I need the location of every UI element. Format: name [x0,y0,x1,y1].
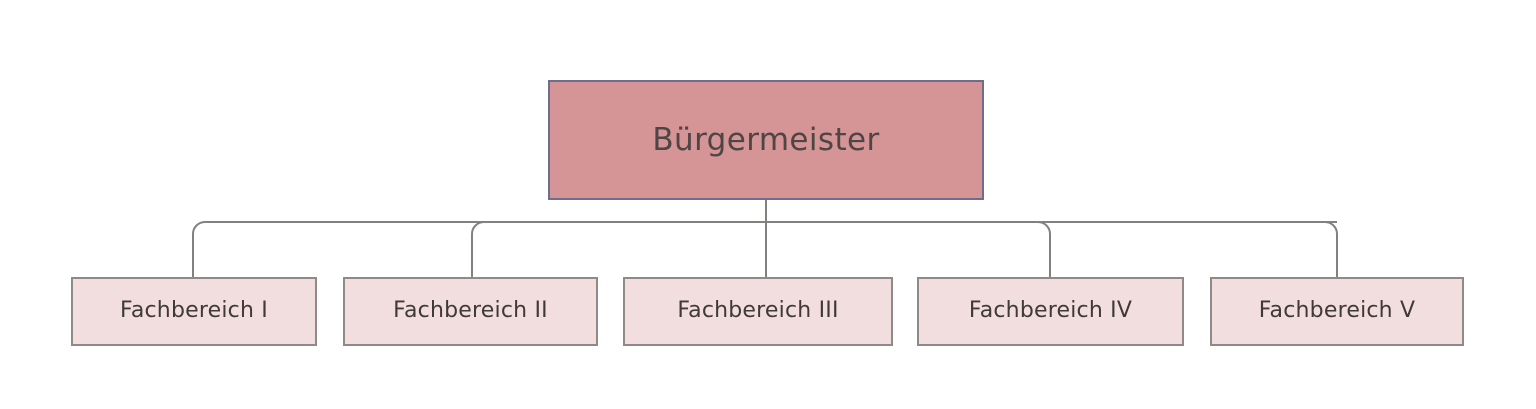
node-fachbereich-1[interactable]: Fachbereich I [71,277,317,346]
node-label-fachbereich-2: Fachbereich II [393,298,548,324]
connector-branch-1 [192,221,1337,277]
connector-branch-5 [1324,221,1338,277]
node-fachbereich-4[interactable]: Fachbereich IV [917,277,1184,346]
connector-branch-2 [471,221,485,277]
node-label-fachbereich-5: Fachbereich V [1258,298,1416,324]
connector-branch-4 [1037,221,1051,277]
node-fachbereich-3[interactable]: Fachbereich III [623,277,893,346]
node-label-root: Bürgermeister [652,121,880,158]
node-label-fachbereich-1: Fachbereich I [120,298,268,324]
node-label-fachbereich-3: Fachbereich III [677,298,839,324]
node-label-fachbereich-4: Fachbereich IV [968,298,1133,324]
node-buergermeister[interactable]: Bürgermeister [548,80,984,200]
node-fachbereich-2[interactable]: Fachbereich II [343,277,598,346]
node-fachbereich-5[interactable]: Fachbereich V [1210,277,1464,346]
